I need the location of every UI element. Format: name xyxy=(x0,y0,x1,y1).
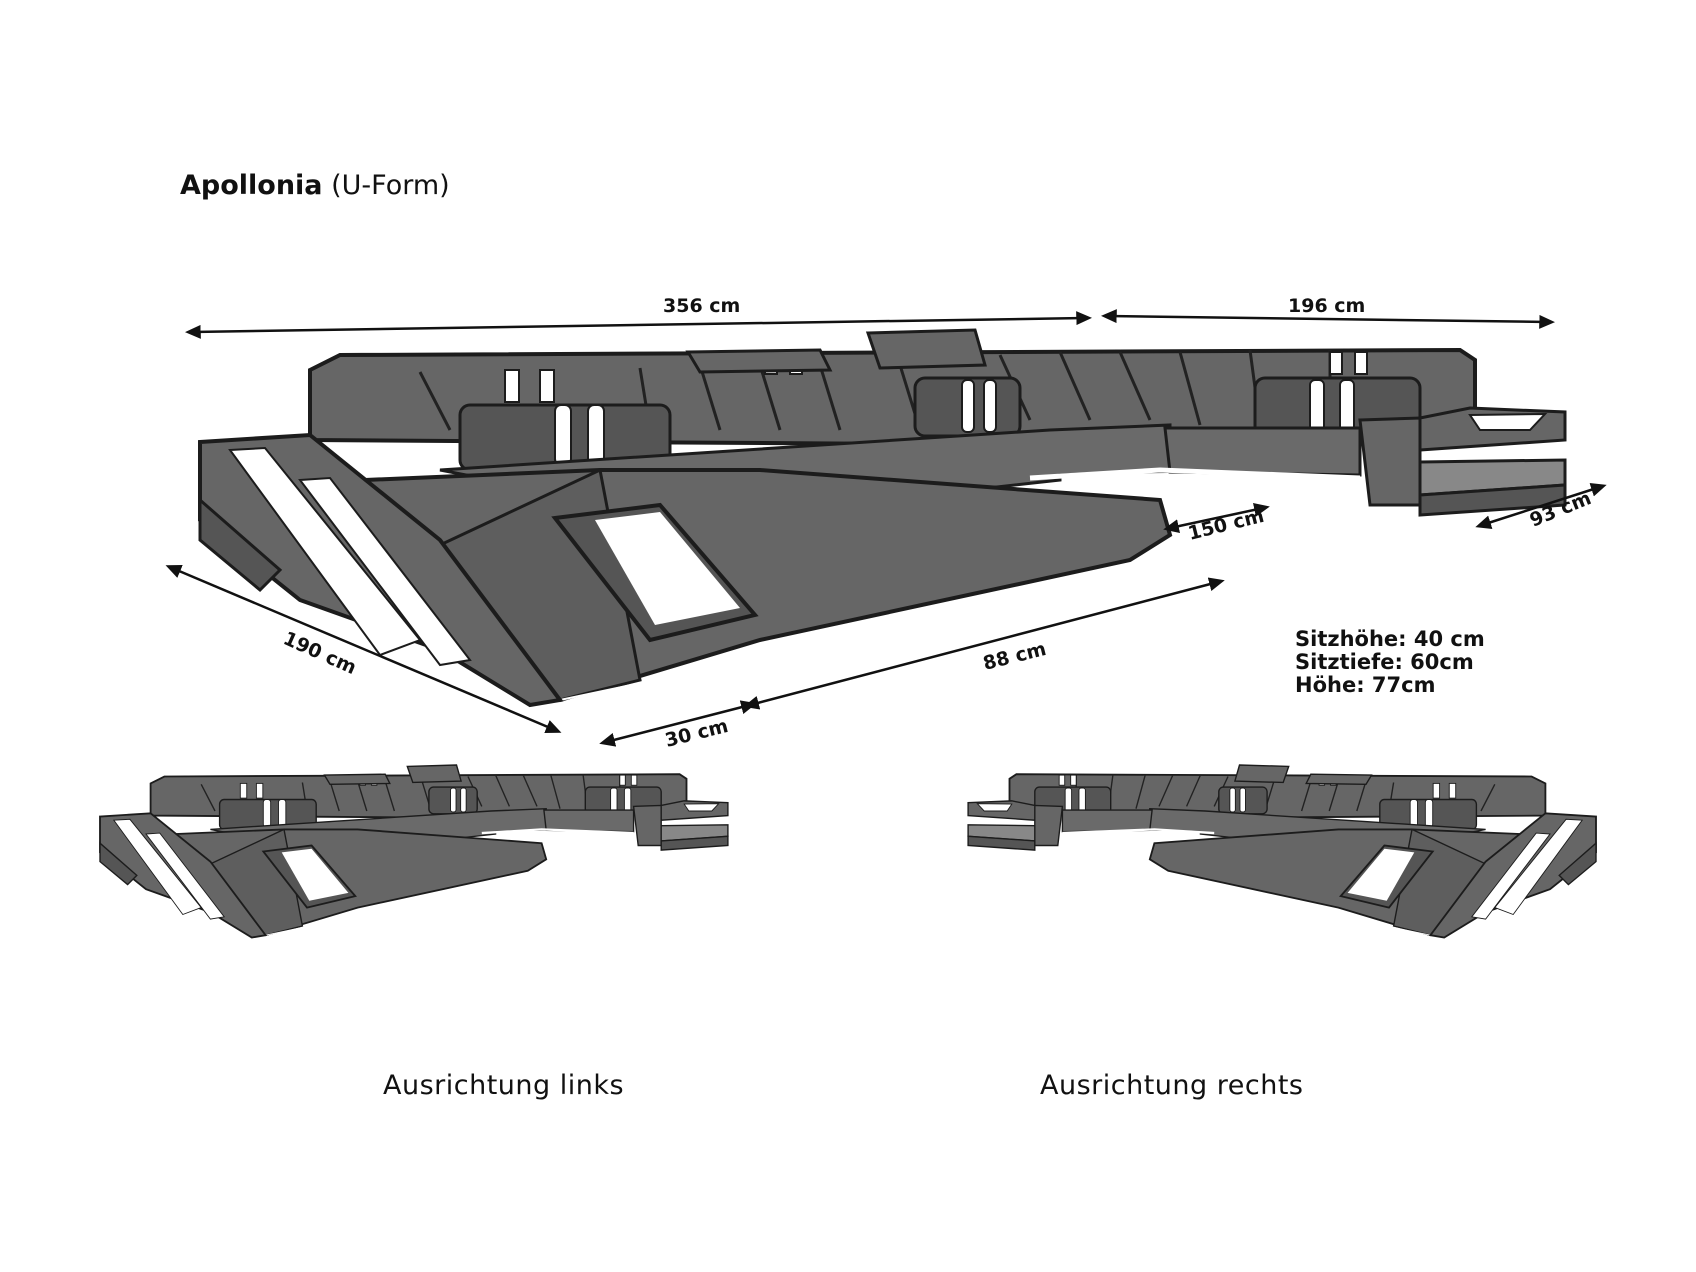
dim-line-recamiere-depth xyxy=(165,564,562,734)
sofa-variant-left xyxy=(98,763,730,939)
caption-right-orientation: Ausrichtung rechts xyxy=(1040,1070,1304,1101)
dim-side-width: 196 cm xyxy=(1288,295,1365,317)
sofa-variant-right xyxy=(966,763,1598,939)
product-title: Apollonia (U-Form) xyxy=(180,170,450,201)
dim-inner-depth: 150 cm xyxy=(1186,505,1266,545)
dim-line-side-width xyxy=(1101,309,1555,329)
caption-left-orientation: Ausrichtung links xyxy=(383,1070,625,1101)
product-shape: (U-Form) xyxy=(331,170,450,201)
spec-seat-height: Sitzhöhe: 40 cm xyxy=(1295,627,1485,651)
dim-line-total-width xyxy=(185,311,1092,339)
dimension-lines xyxy=(165,309,1607,747)
dim-line-recamiere-seat xyxy=(743,577,1225,710)
dim-recamiere-depth: 190 cm xyxy=(280,627,360,679)
dim-armrest: 30 cm xyxy=(663,715,731,752)
dim-recamiere-seat: 88 cm xyxy=(981,638,1049,675)
spec-seat-depth: Sitztiefe: 60cm xyxy=(1295,650,1474,674)
dim-line-side-depth xyxy=(1475,483,1607,529)
spec-height: Höhe: 77cm xyxy=(1295,673,1436,697)
dim-total-width: 356 cm xyxy=(663,295,740,317)
dim-line-armrest xyxy=(599,700,757,747)
product-name: Apollonia xyxy=(180,170,323,201)
dim-line-inner-depth xyxy=(1163,502,1270,534)
